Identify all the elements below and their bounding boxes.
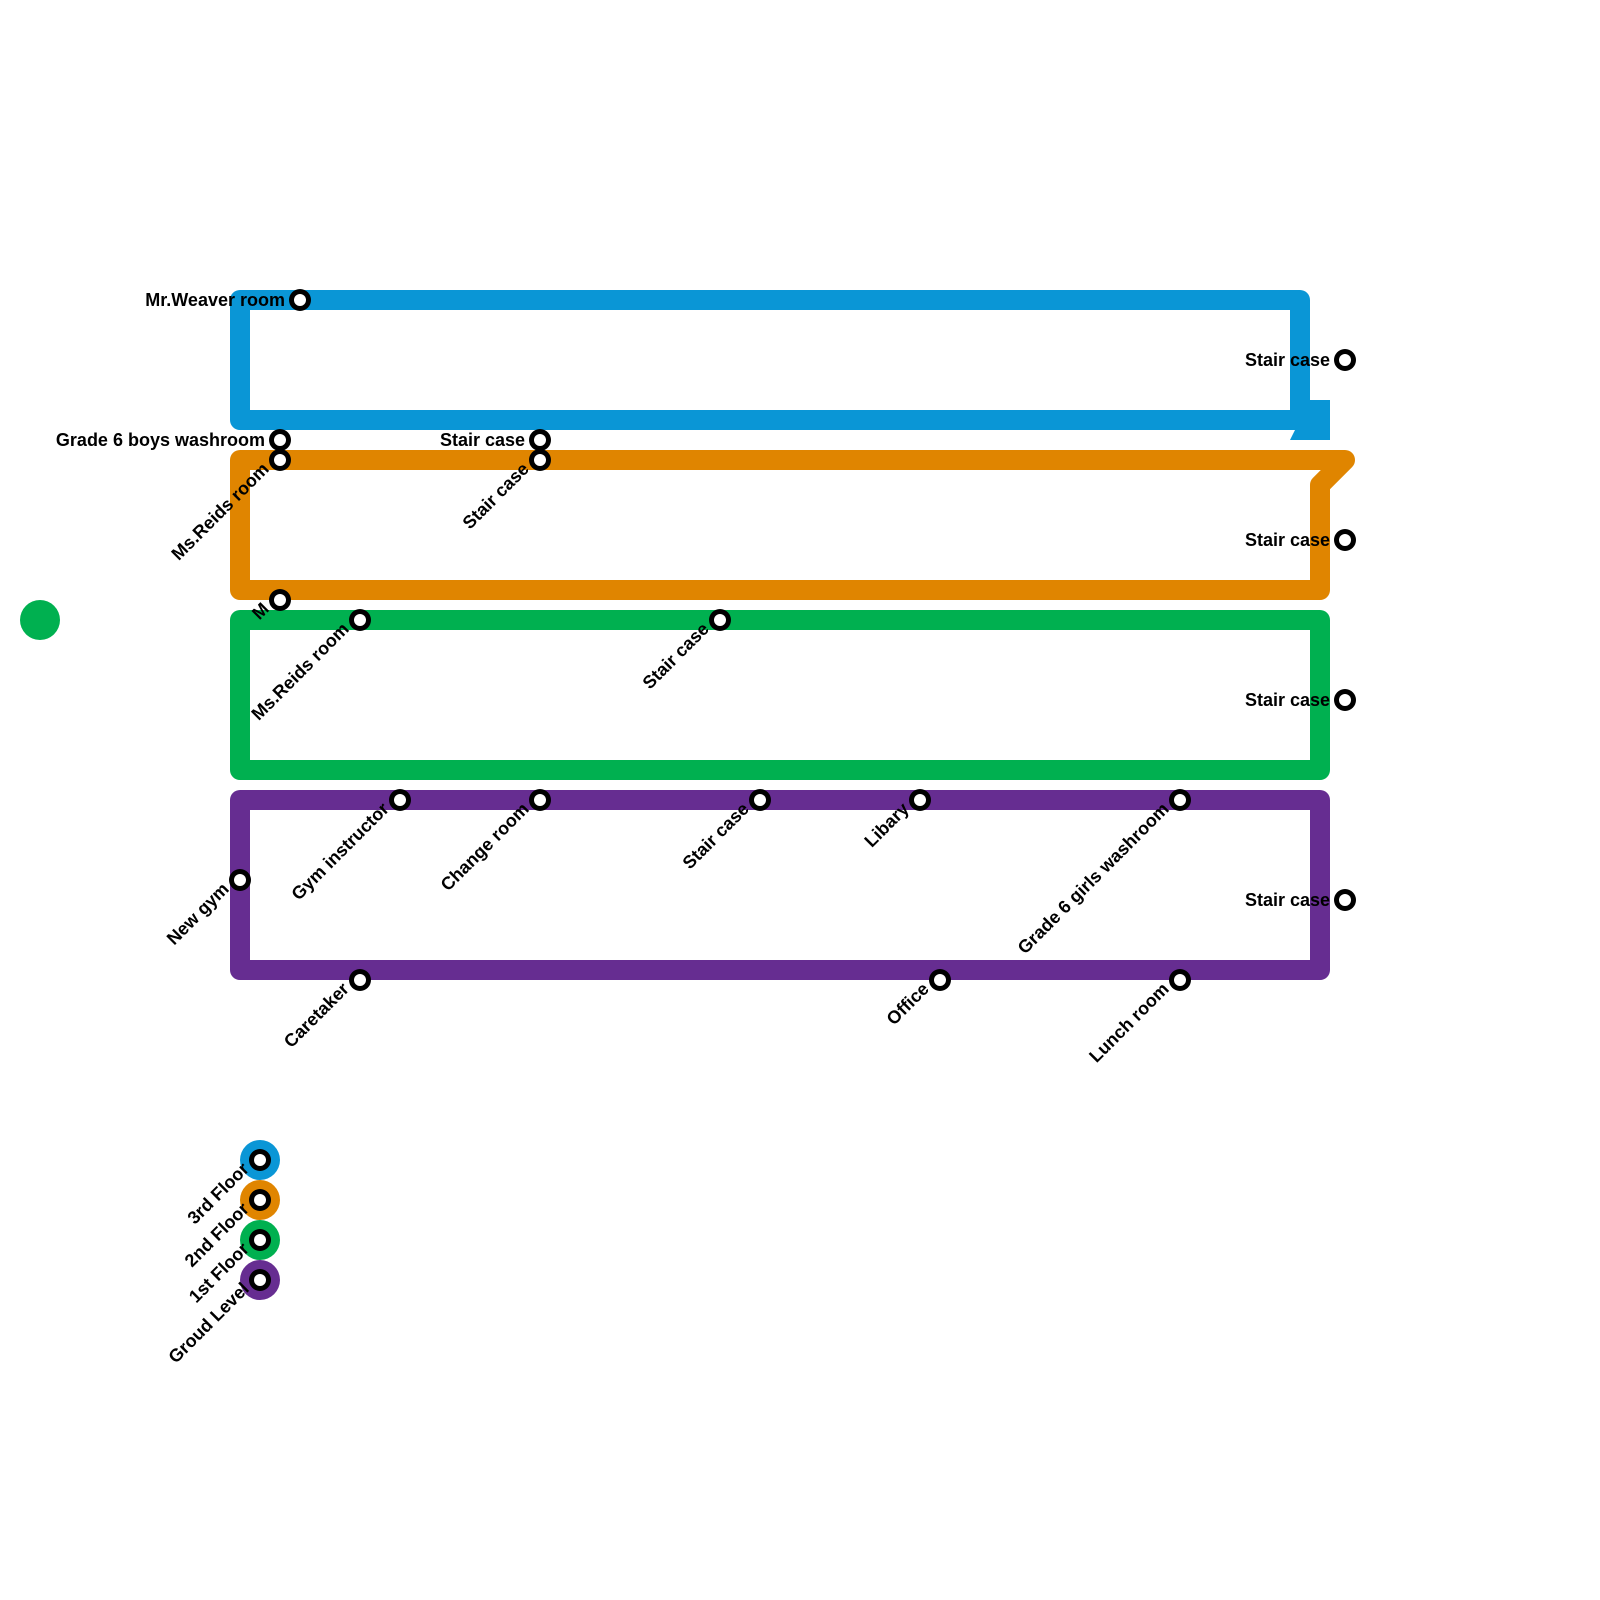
station-label: Ms.Reids room (247, 619, 352, 724)
station-label: Office (883, 979, 933, 1029)
station-label: Stair case (1245, 530, 1330, 550)
first-floor-line (230, 610, 1330, 780)
station-stair-case-1-right[interactable]: Stair case (1245, 689, 1356, 711)
station-label: Lunch room (1085, 979, 1173, 1067)
station-caretaker[interactable]: Caretaker (280, 969, 371, 1052)
station-label: Stair case (1245, 350, 1330, 370)
station-mr-weaver-room[interactable]: Mr.Weaver room (145, 289, 311, 311)
third-floor-corner-fill (1290, 400, 1330, 440)
lines (230, 290, 1355, 980)
second-floor-line (230, 450, 1355, 600)
station-label: Change room (437, 799, 533, 895)
first-floor-marker-dot (20, 600, 60, 640)
station-stair-case-3-mid[interactable]: Stair case (440, 429, 551, 451)
station-ms-reids-room-2[interactable]: Ms.Reids room (167, 449, 291, 564)
station-label: Stair case (1245, 690, 1330, 710)
station-stair-case-3-right[interactable]: Stair case (1245, 349, 1356, 371)
station-stair-case-g-right[interactable]: Stair case (1245, 889, 1356, 911)
station-label: Gym instructor (287, 799, 392, 904)
third-floor-line (230, 290, 1310, 430)
station-label: Mr.Weaver room (145, 290, 285, 310)
legend: 3rd Floor 2nd Floor 1st Floor Groud Leve… (164, 1140, 280, 1367)
station-label: Caretaker (280, 979, 353, 1052)
ground-level-line (230, 790, 1330, 980)
station-grade6-girls-washroom[interactable]: Grade 6 girls washroom (1014, 789, 1191, 958)
stations: Mr.Weaver room Grade 6 boys washroom Sta… (56, 289, 1356, 1066)
station-grade6-boys-washroom[interactable]: Grade 6 boys washroom (56, 429, 291, 451)
station-label: New gym (163, 879, 233, 949)
station-label: Grade 6 boys washroom (56, 430, 265, 450)
station-stair-case-2-right[interactable]: Stair case (1245, 529, 1356, 551)
station-label: Ms.Reids room (167, 459, 272, 564)
station-label: Stair case (1245, 890, 1330, 910)
station-label: Grade 6 girls washroom (1014, 799, 1173, 958)
station-lunch-room[interactable]: Lunch room (1085, 969, 1191, 1066)
station-label: Stair case (440, 430, 525, 450)
